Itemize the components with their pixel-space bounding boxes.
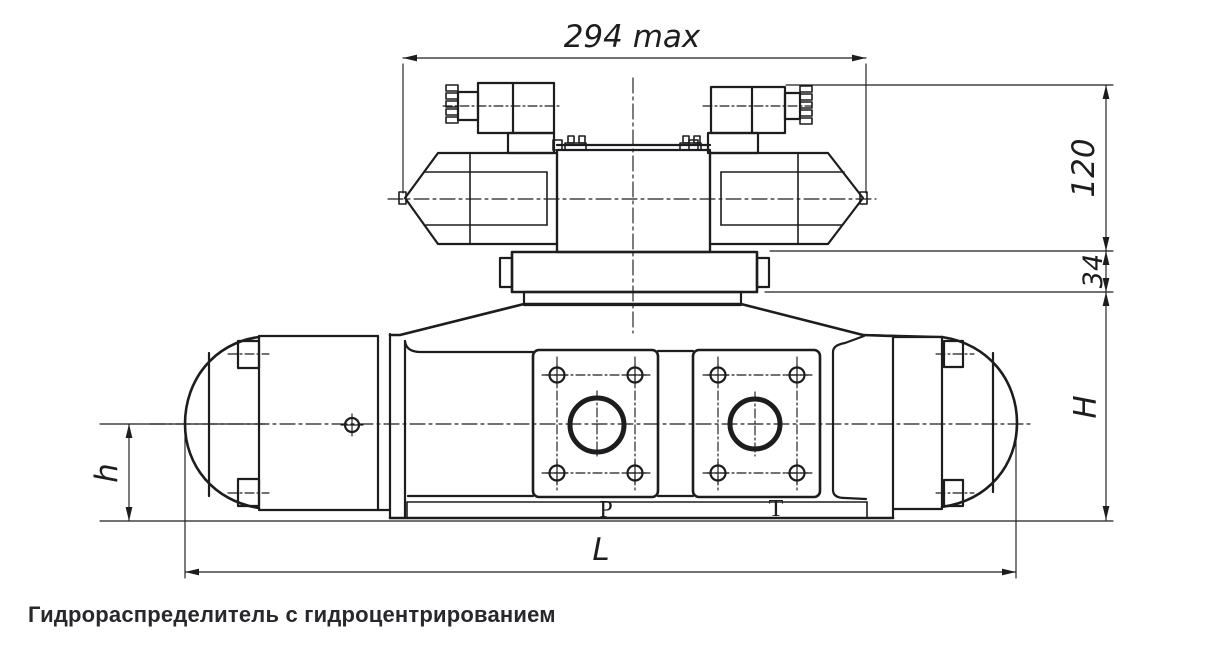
dim-solenoid-height-label: 120 (1066, 138, 1102, 197)
dim-pilot-height-label: 34 (1078, 254, 1109, 288)
bleed-screw-right (679, 135, 702, 151)
main-valve-body (183, 302, 1019, 520)
body-bolt (340, 413, 364, 437)
port-plate-t: T (691, 348, 822, 522)
dim-body-length-label: L (592, 532, 609, 568)
dimension-overall-width: 294 max (402, 19, 867, 194)
pivot-pin-right (859, 191, 868, 205)
pilot-valve-body (498, 242, 771, 307)
port-t-label: T (769, 496, 784, 522)
cable-connector-left (445, 81, 563, 155)
end-cap-left (183, 335, 261, 510)
bolt-holes-t (706, 363, 809, 485)
port-p-label: P (599, 497, 612, 523)
end-cap-right (940, 335, 1019, 509)
bleed-screw-left (564, 135, 587, 151)
dimension-body-length: L (184, 427, 1017, 579)
dim-overall-width-label: 294 max (564, 19, 701, 55)
cable-connector-right (688, 85, 813, 155)
dimension-right-stack: 120 34 H (99, 84, 1114, 522)
dimension-axis-height: h (89, 423, 266, 522)
port-plate-p: P (531, 348, 660, 523)
bolt-holes-p (545, 363, 647, 485)
figure-caption: Гидрораспределитель с гидроцентрирование… (28, 602, 556, 627)
dim-axis-height-label: h (89, 463, 125, 483)
dim-body-height-label: H (1068, 395, 1104, 418)
